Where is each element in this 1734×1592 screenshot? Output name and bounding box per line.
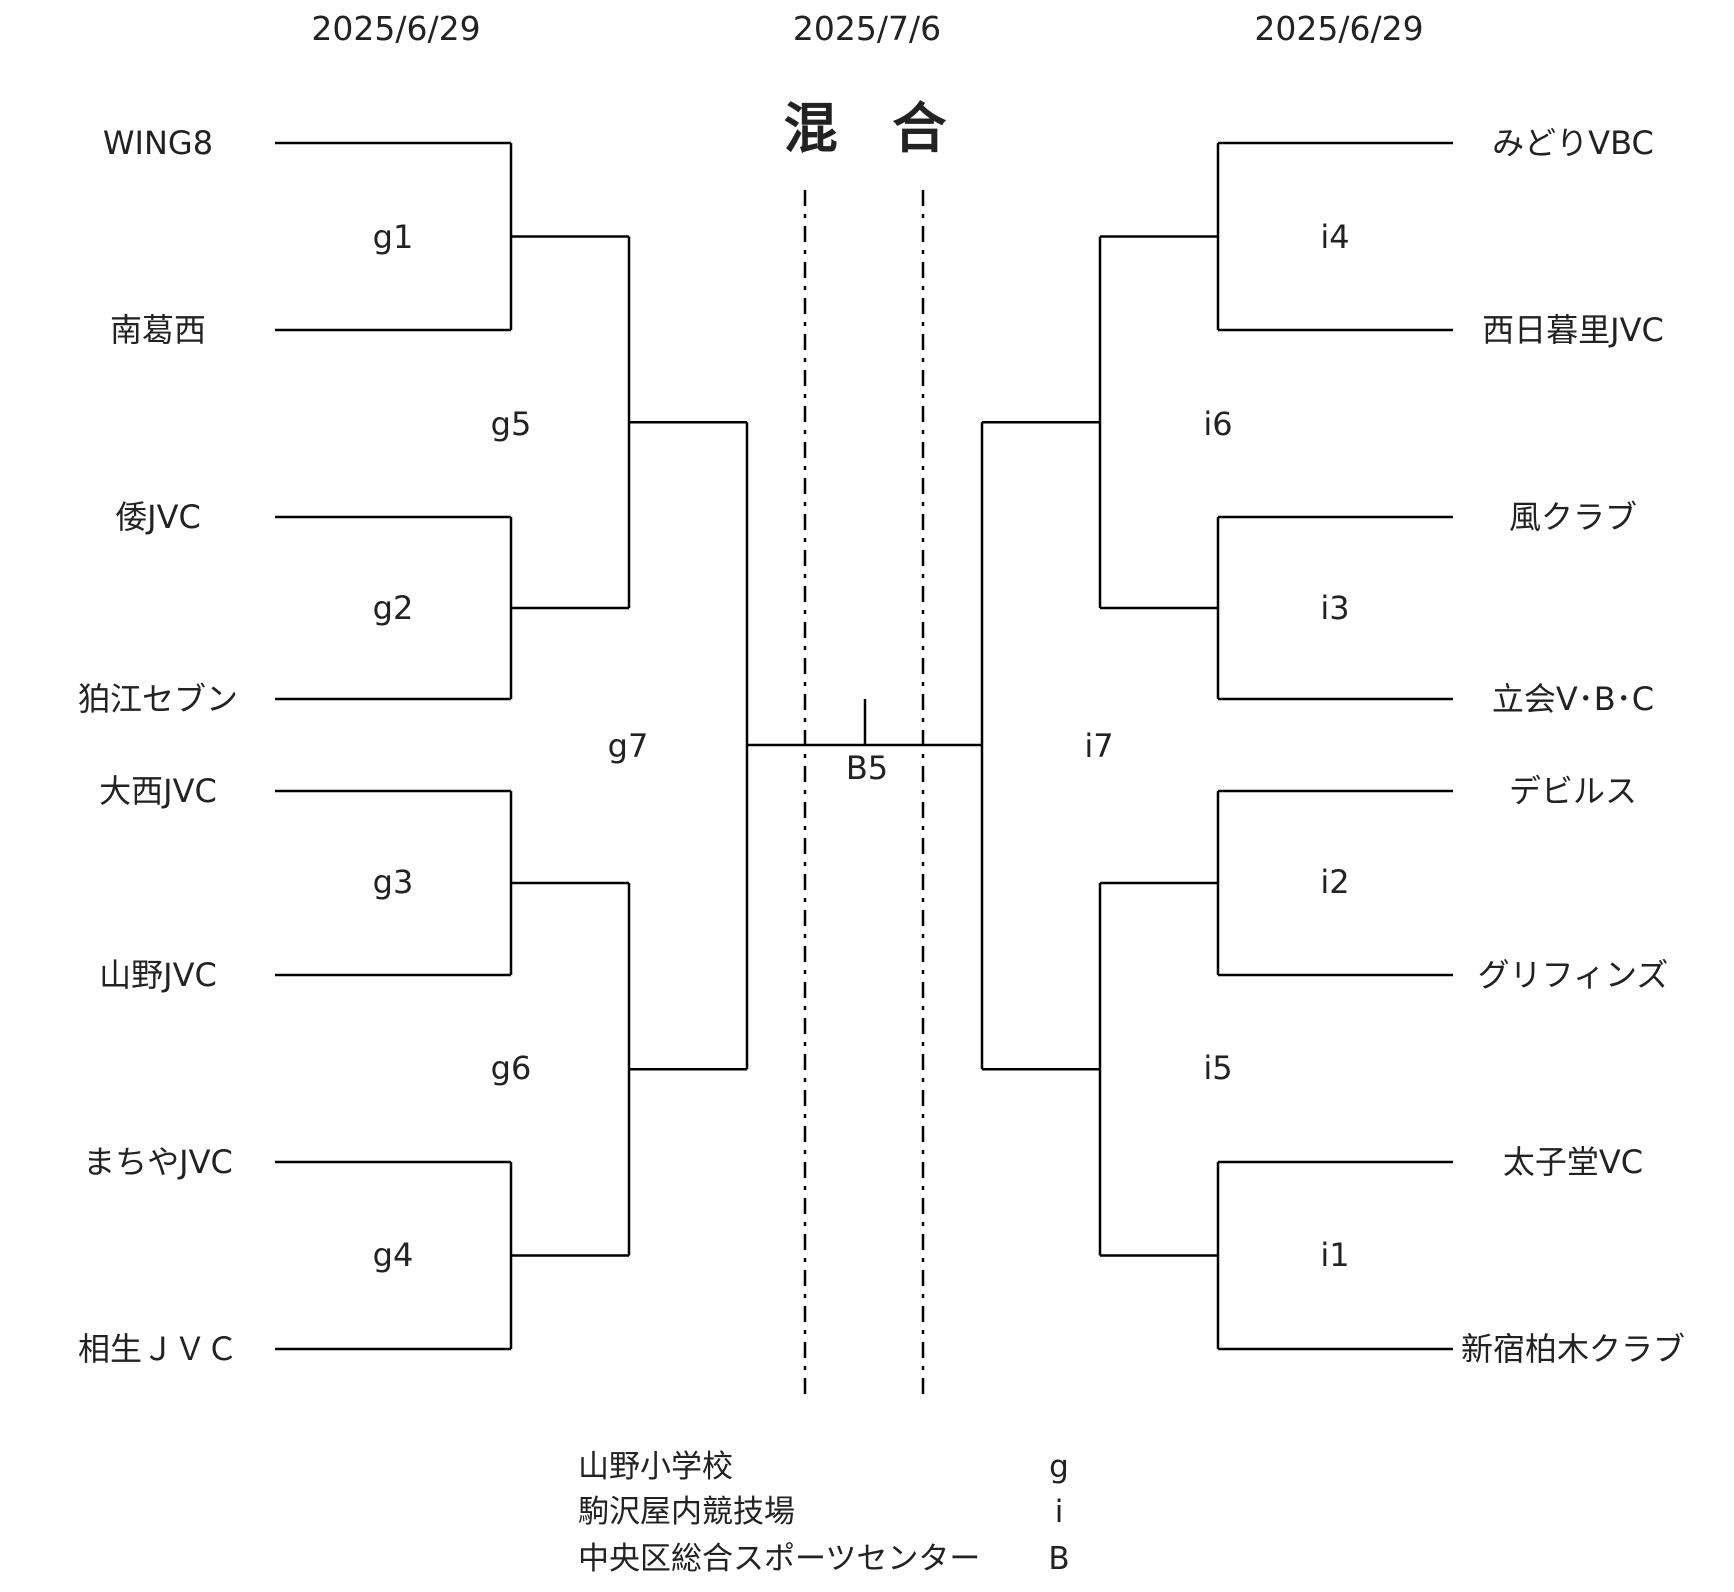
legend-venue-1: 山野小学校 xyxy=(578,1449,733,1485)
team-right-7: 太子堂VC xyxy=(1502,1143,1644,1181)
date-right: 2025/6/29 xyxy=(1254,9,1424,48)
team-left-2: 南葛西 xyxy=(109,311,207,349)
team-left-6: 山野JVC xyxy=(99,956,217,994)
team-right-3: 風クラブ xyxy=(1508,498,1638,536)
final-zone-dashed-lines xyxy=(803,190,925,1395)
legend-code-1: g xyxy=(1049,1449,1069,1485)
team-left-1: WING8 xyxy=(102,124,214,162)
team-right-1: みどりVBC xyxy=(1492,124,1654,162)
legend-code-3: B xyxy=(1048,1541,1070,1577)
team-right-4: 立会V･B･C xyxy=(1491,680,1655,718)
match-label-g3: g3 xyxy=(372,863,414,901)
legend-code-2: i xyxy=(1054,1494,1064,1530)
match-label-g2: g2 xyxy=(372,589,414,627)
date-left: 2025/6/29 xyxy=(311,9,481,48)
match-label-i6: i6 xyxy=(1203,405,1233,443)
match-label-g1: g1 xyxy=(372,218,414,256)
match-label-g7: g7 xyxy=(607,727,649,765)
team-left-3: 倭JVC xyxy=(115,498,201,536)
legend-venue-3: 中央区総合スポーツセンター xyxy=(578,1541,981,1577)
match-label-i5: i5 xyxy=(1203,1049,1233,1087)
match-label-i2: i2 xyxy=(1320,863,1350,901)
legend-venue-2: 駒沢屋内競技場 xyxy=(578,1494,795,1530)
final-match-label: B5 xyxy=(845,749,889,787)
team-right-5: デビルス xyxy=(1508,772,1638,810)
bracket-connector-lines xyxy=(275,141,1453,1351)
team-right-6: グリフィンズ xyxy=(1477,956,1669,994)
team-left-7: まちやJVC xyxy=(83,1143,233,1181)
match-label-g6: g6 xyxy=(490,1049,532,1087)
match-label-i4: i4 xyxy=(1320,218,1350,256)
team-left-4: 狛江セブン xyxy=(77,680,239,718)
date-center: 2025/7/6 xyxy=(792,9,942,48)
match-label-g5: g5 xyxy=(490,405,532,443)
team-left-8: 相生ＪＶＣ xyxy=(77,1330,239,1368)
match-label-i3: i3 xyxy=(1320,589,1350,627)
match-label-i7: i7 xyxy=(1084,727,1114,765)
bracket-title: 混 合 xyxy=(783,97,965,160)
team-left-5: 大西JVC xyxy=(99,772,217,810)
team-right-2: 西日暮里JVC xyxy=(1482,311,1664,349)
match-label-i1: i1 xyxy=(1320,1236,1350,1274)
match-label-g4: g4 xyxy=(372,1236,414,1274)
team-right-8: 新宿柏木クラブ xyxy=(1460,1330,1686,1368)
